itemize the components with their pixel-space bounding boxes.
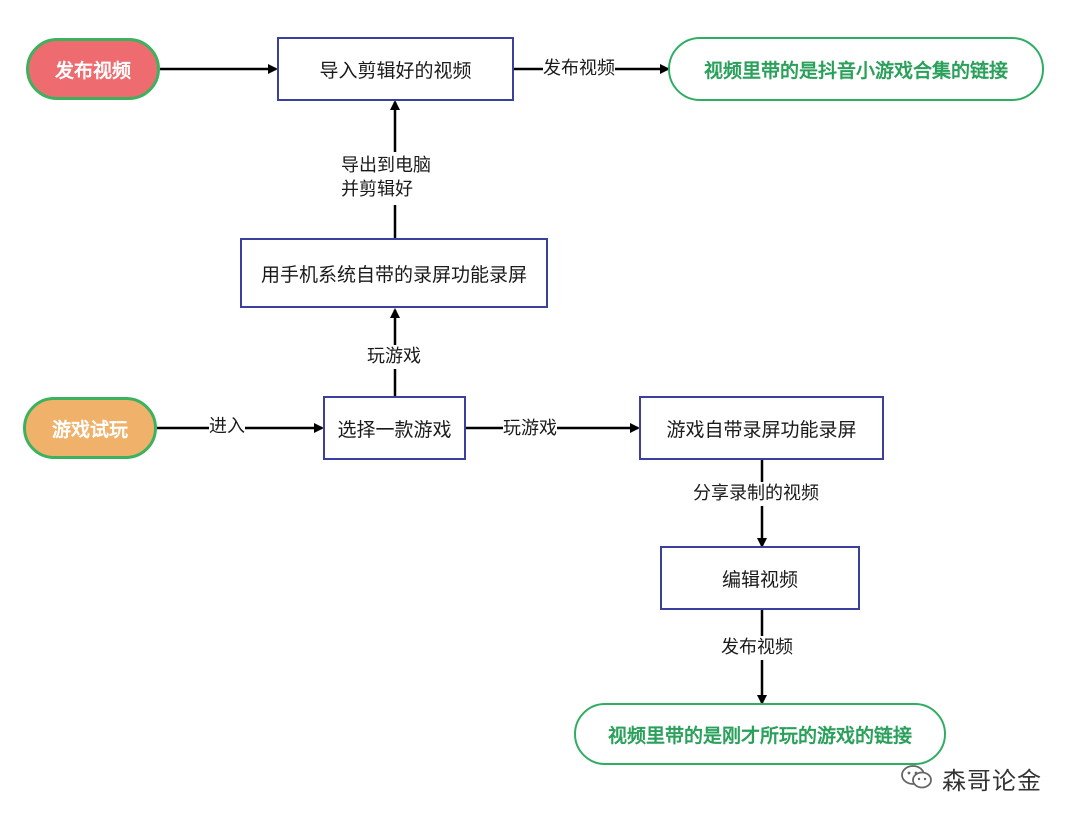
- edge-label-export: 导出到电脑 并剪辑好: [341, 152, 431, 205]
- choose-game-label: 选择一款游戏: [337, 418, 452, 441]
- edge-label-publish-video-2: 发布视频: [721, 636, 793, 661]
- start-trial-node: 游戏试玩: [23, 397, 157, 459]
- result-game-link-node: 视频里带的是刚才所玩的游戏的链接: [574, 703, 946, 765]
- game-record-node: 游戏自带录屏功能录屏: [639, 396, 884, 460]
- start-publish-node: 发布视频: [26, 38, 160, 100]
- edge-label-enter: 进入: [209, 415, 245, 440]
- import-video-label: 导入剪辑好的视频: [319, 59, 472, 82]
- choose-game-node: 选择一款游戏: [323, 396, 466, 460]
- edge-label-publish-video: 发布视频: [543, 57, 615, 82]
- result-collection-label: 视频里带的是抖音小游戏合集的链接: [703, 59, 1008, 82]
- edge-label-play-game-up: 玩游戏: [367, 345, 421, 370]
- watermark-text: 森哥论金: [942, 767, 1042, 795]
- result-game-link-label: 视频里带的是刚才所玩的游戏的链接: [607, 724, 912, 747]
- phone-record-node: 用手机系统自带的录屏功能录屏: [240, 238, 548, 308]
- edge-label-export-line2: 并剪辑好: [341, 179, 413, 201]
- result-collection-node: 视频里带的是抖音小游戏合集的链接: [668, 37, 1044, 101]
- edge-label-export-line1: 导出到电脑: [341, 155, 431, 176]
- edit-video-node: 编辑视频: [660, 546, 860, 610]
- edit-video-label: 编辑视频: [721, 568, 798, 591]
- start-publish-label: 发布视频: [54, 59, 131, 82]
- edge-label-share-recorded: 分享录制的视频: [693, 482, 819, 507]
- edge-label-play-game-right: 玩游戏: [503, 417, 557, 442]
- phone-record-label: 用手机系统自带的录屏功能录屏: [260, 263, 527, 286]
- wechat-icon: [900, 763, 934, 795]
- start-trial-label: 游戏试玩: [51, 418, 128, 441]
- watermark: 森哥论金: [900, 761, 1042, 796]
- import-video-node: 导入剪辑好的视频: [277, 37, 514, 101]
- game-record-label: 游戏自带录屏功能录屏: [666, 418, 857, 441]
